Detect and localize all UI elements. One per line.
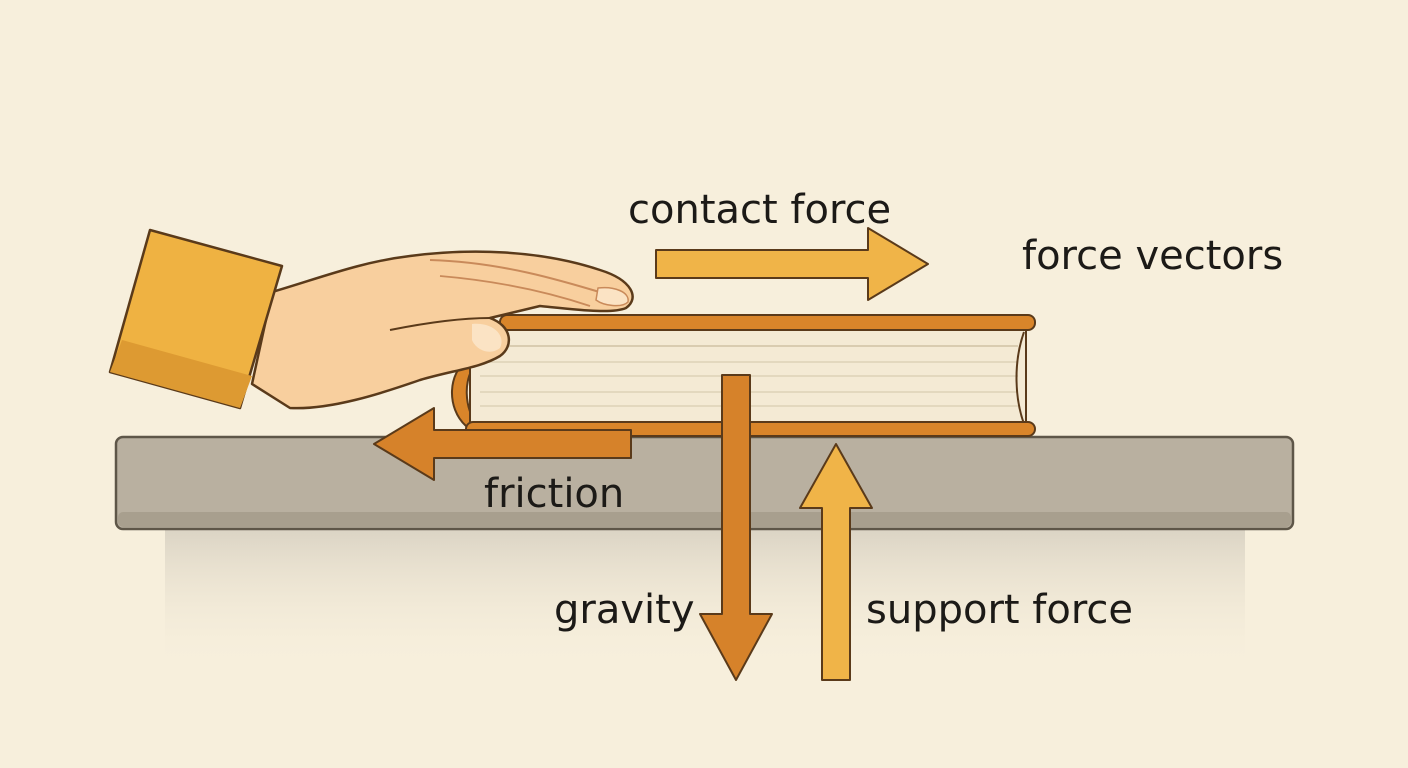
friction-label: friction — [484, 471, 625, 517]
gravity-label: gravity — [554, 587, 695, 633]
contact-force-label: contact force — [628, 187, 892, 233]
table-shadow — [165, 530, 1245, 670]
contact-force-arrow — [655, 227, 929, 301]
book-top-cover — [499, 314, 1036, 331]
friction-arrow — [373, 407, 632, 481]
support-force-arrow — [799, 443, 873, 681]
gravity-arrow — [699, 374, 773, 681]
table — [114, 435, 1295, 531]
support-force-label: support force — [866, 587, 1134, 633]
force-vectors-label: force vectors — [1022, 233, 1284, 279]
hand — [108, 228, 634, 410]
